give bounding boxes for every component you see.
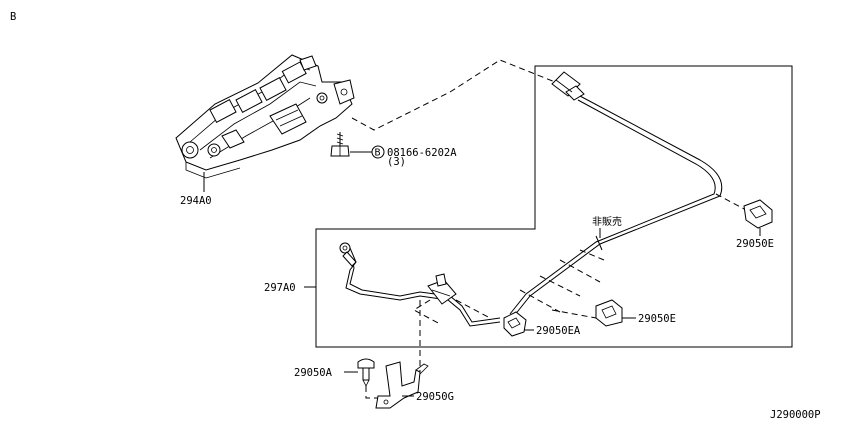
label-bolt-part: 08166-6202A xyxy=(387,147,457,159)
clip-29050e-upper xyxy=(743,199,773,229)
label-bolt-qty: (3) xyxy=(387,156,406,168)
label-29050g: 29050G xyxy=(416,391,454,403)
corner-label: B xyxy=(10,11,16,23)
module-harness-dashline xyxy=(351,59,561,131)
clip-29050a xyxy=(357,358,375,387)
harness-ring-terminal xyxy=(339,242,357,267)
harness-break-mark xyxy=(595,235,603,251)
bracket-29050g xyxy=(375,361,429,409)
label-29050e-upper: 29050E xyxy=(736,238,774,250)
clip-29050e-lower xyxy=(595,299,623,327)
bolt-circle-marker xyxy=(371,145,385,159)
module-294a0 xyxy=(175,54,355,179)
clip-29050ea xyxy=(503,311,527,337)
bolt-circle-letter: B xyxy=(375,148,381,159)
label-29050a: 29050A xyxy=(294,367,333,379)
bolt xyxy=(330,132,350,157)
drawing-number: J290000P xyxy=(770,409,821,421)
label-297a0: 297A0 xyxy=(264,282,296,294)
right-clip-dashline xyxy=(715,193,747,211)
label-294a0: 294A0 xyxy=(180,195,212,207)
harness-mid-clip xyxy=(427,273,457,305)
harness-main-cable-inner xyxy=(509,99,716,315)
clip-dash-lines xyxy=(413,249,605,325)
harness-lower-cable-inner xyxy=(349,257,501,323)
harness-lower-cable xyxy=(345,247,501,327)
label-29050ea: 29050EA xyxy=(536,325,581,337)
harness-main-cable xyxy=(513,95,723,317)
harness-upper-connector xyxy=(551,71,585,101)
label-29050e-lower: 29050E xyxy=(638,313,676,325)
lower-clip-dashline xyxy=(551,309,597,319)
harness-frame xyxy=(315,65,793,348)
label-not-for-sale: 非販売 xyxy=(592,215,622,228)
